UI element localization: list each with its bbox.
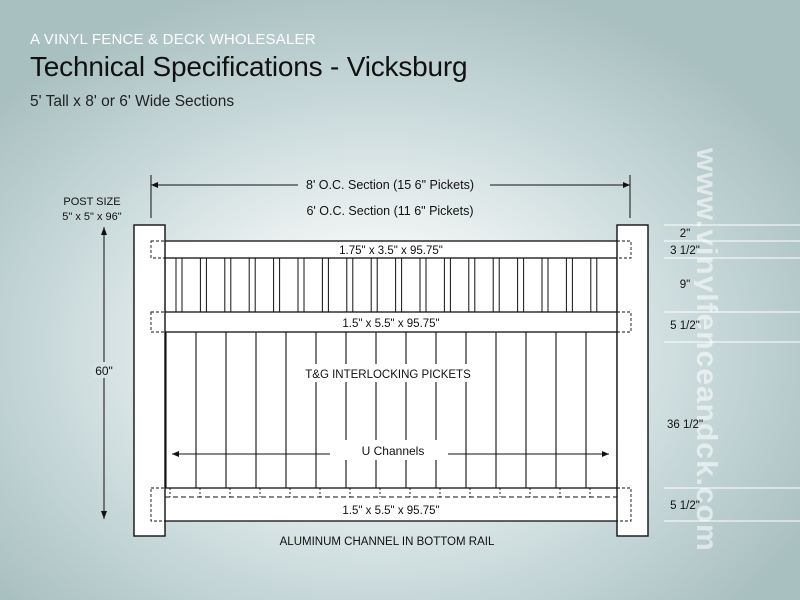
spindle [346,257,354,313]
u-channel-label-bg [336,440,442,460]
section-6ft-label: 6' O.C. Section (11 6" Pickets) [306,204,473,218]
spindle [419,257,427,313]
right-post-bottom-slot [616,487,632,522]
u-channel-arrowhead-left [172,451,179,457]
spindle [297,257,305,313]
bottom-rail-label: 1.5" x 5.5" x 95.75" [342,505,439,517]
picket-group [165,332,587,488]
dim-top-cap: 2" [680,228,690,240]
height-arrowhead-top [101,227,107,235]
spindle [443,257,451,313]
spindle [590,257,598,313]
u-channel-label: U Channels [362,444,425,458]
spindle [273,257,281,313]
width-arrowhead-right [623,182,630,188]
height-arrowhead-bottom [101,511,107,519]
right-post-mid-slot [616,311,632,333]
dim-spindle-gap: 9" [680,279,690,291]
spindle [541,257,549,313]
picket-panel [166,332,616,488]
website-watermark: www.vinylfenceandck.com [694,148,718,552]
dim-picket-height: 36 1/2" [667,419,703,431]
post-size-value: 5" x 5" x 96" [62,211,122,223]
u-channel-arrowhead-right [602,451,609,457]
company-tagline: A VINYL FENCE & DECK WHOLESALER [30,31,316,48]
spindle [370,257,378,313]
spindle [175,257,183,313]
height-label-bg [93,362,117,378]
aluminum-label: ALUMINUM CHANNEL IN BOTTOM RAIL [280,536,495,548]
spindle-zone [166,258,616,312]
section-8ft-label: 8' O.C. Section (15 6" Pickets) [306,178,474,192]
top-rail-label: 1.75" x 3.5" x 95.75" [339,245,443,257]
spindle [248,257,256,313]
spindle [468,257,476,313]
spindle [224,257,232,313]
dim-top-rail: 3 1/2" [670,245,700,257]
bottom-rail [150,487,630,522]
page-subtitle: 5' Tall x 8' or 6' Wide Sections [30,93,235,110]
middle-rail-label: 1.5" x 5.5" x 95.75" [342,318,439,330]
left-post-top-slot [150,240,166,259]
left-post-mid-slot [150,311,166,333]
spindle [565,257,573,313]
spindle [321,257,329,313]
spindle [492,257,500,313]
pickets-label: T&G INTERLOCKING PICKETS [305,369,471,381]
spindle [395,257,403,313]
pickets-label-bg [302,364,474,382]
width-arrowhead-left [151,182,158,188]
post-size-label: POST SIZE [63,196,120,208]
spindle [517,257,525,313]
dim-middle-rail: 5 1/2" [670,320,700,332]
page-title: Technical Specifications - Vicksburg [30,51,468,82]
left-post-bottom-slot [150,487,166,522]
dim-bottom-rail: 5 1/2" [670,500,700,512]
height-label: 60" [95,364,113,378]
spindle [199,257,207,313]
right-post [616,224,649,537]
left-post [133,224,166,537]
right-post-top-slot [616,240,632,259]
